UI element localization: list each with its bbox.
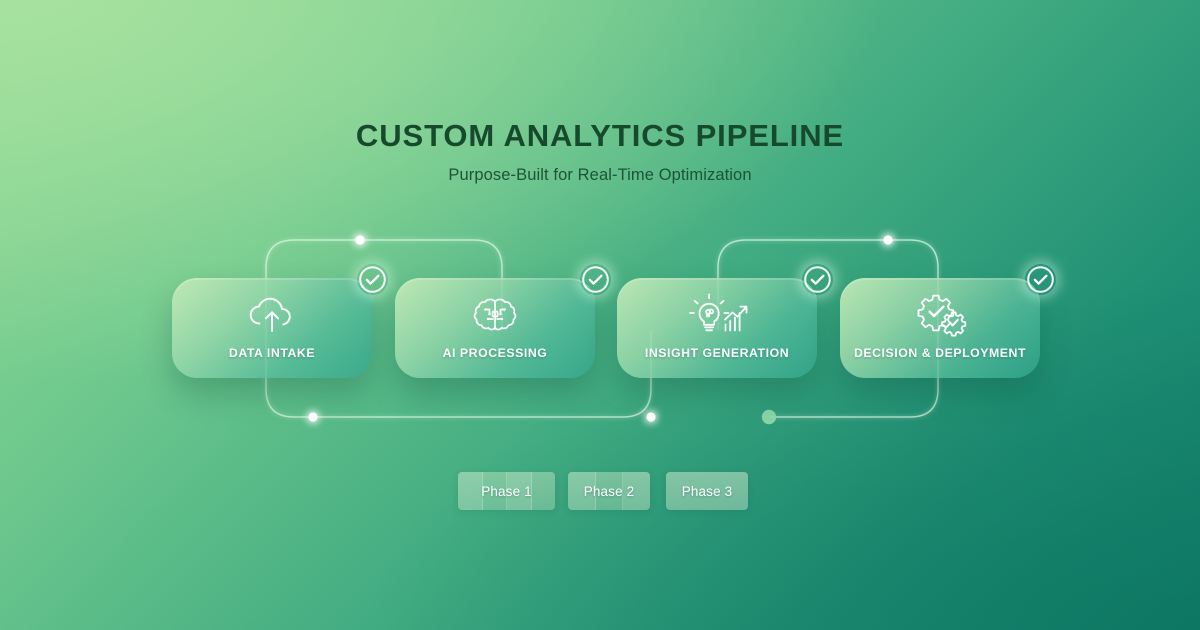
gears-check-icon [840, 292, 1040, 338]
connector-bottom-2-core [769, 330, 939, 418]
connector-paths [264, 238, 940, 419]
pipeline-step-decision-deployment[interactable]: DECISION & DEPLOYMENT [840, 266, 1054, 378]
node-top-right [883, 235, 893, 245]
phase-chip-label: Phase 3 [681, 483, 733, 499]
pipeline-step-label: DATA INTAKE [228, 346, 316, 360]
phase-chip-1[interactable]: Phase 1 [458, 472, 555, 510]
node-bottom-end [761, 409, 777, 425]
phase-segments [666, 472, 748, 510]
header: CUSTOM ANALYTICS PIPELINE Purpose-Built … [0, 120, 1200, 184]
node-bottom-mid [646, 412, 656, 422]
check-circle-icon [357, 264, 388, 295]
lightbulb-chart-icon [617, 292, 817, 338]
phase-chip-label: Phase 1 [481, 483, 532, 499]
check-circle-icon [1025, 264, 1056, 295]
phase-legend: Phase 1 Phase 2 Phase 3 [0, 472, 1200, 512]
connector-nodes [308, 235, 893, 425]
pipeline-step-label: DECISION & DEPLOYMENT [853, 346, 1027, 360]
connector-top-1-core [265, 239, 503, 330]
pipeline-step-ai-processing[interactable]: AI PROCESSING [395, 266, 609, 378]
pipeline-step-label: INSIGHT GENERATION [644, 346, 790, 360]
phase-segments [458, 472, 555, 510]
pipeline-step-insight-generation[interactable]: INSIGHT GENERATION [617, 266, 831, 378]
check-circle-icon [802, 264, 833, 295]
connector-bottom-1-core [265, 330, 652, 418]
cloud-upload-icon [172, 292, 372, 338]
pipeline-step-label: AI PROCESSING [442, 346, 548, 360]
page-title: CUSTOM ANALYTICS PIPELINE [355, 118, 845, 153]
phase-segments [568, 472, 650, 510]
node-top-left [355, 235, 365, 245]
node-bottom-left [308, 412, 318, 422]
page-subtitle: Purpose-Built for Real-Time Optimization [448, 166, 752, 184]
check-circle-icon [580, 264, 611, 295]
phase-chip-3[interactable]: Phase 3 [666, 472, 748, 510]
phase-chip-label: Phase 2 [583, 483, 635, 499]
connector-top-2-core [717, 239, 939, 330]
phase-chip-2[interactable]: Phase 2 [568, 472, 650, 510]
pipeline-step-data-intake[interactable]: DATA INTAKE [172, 266, 386, 378]
brain-circuit-icon [395, 292, 595, 338]
